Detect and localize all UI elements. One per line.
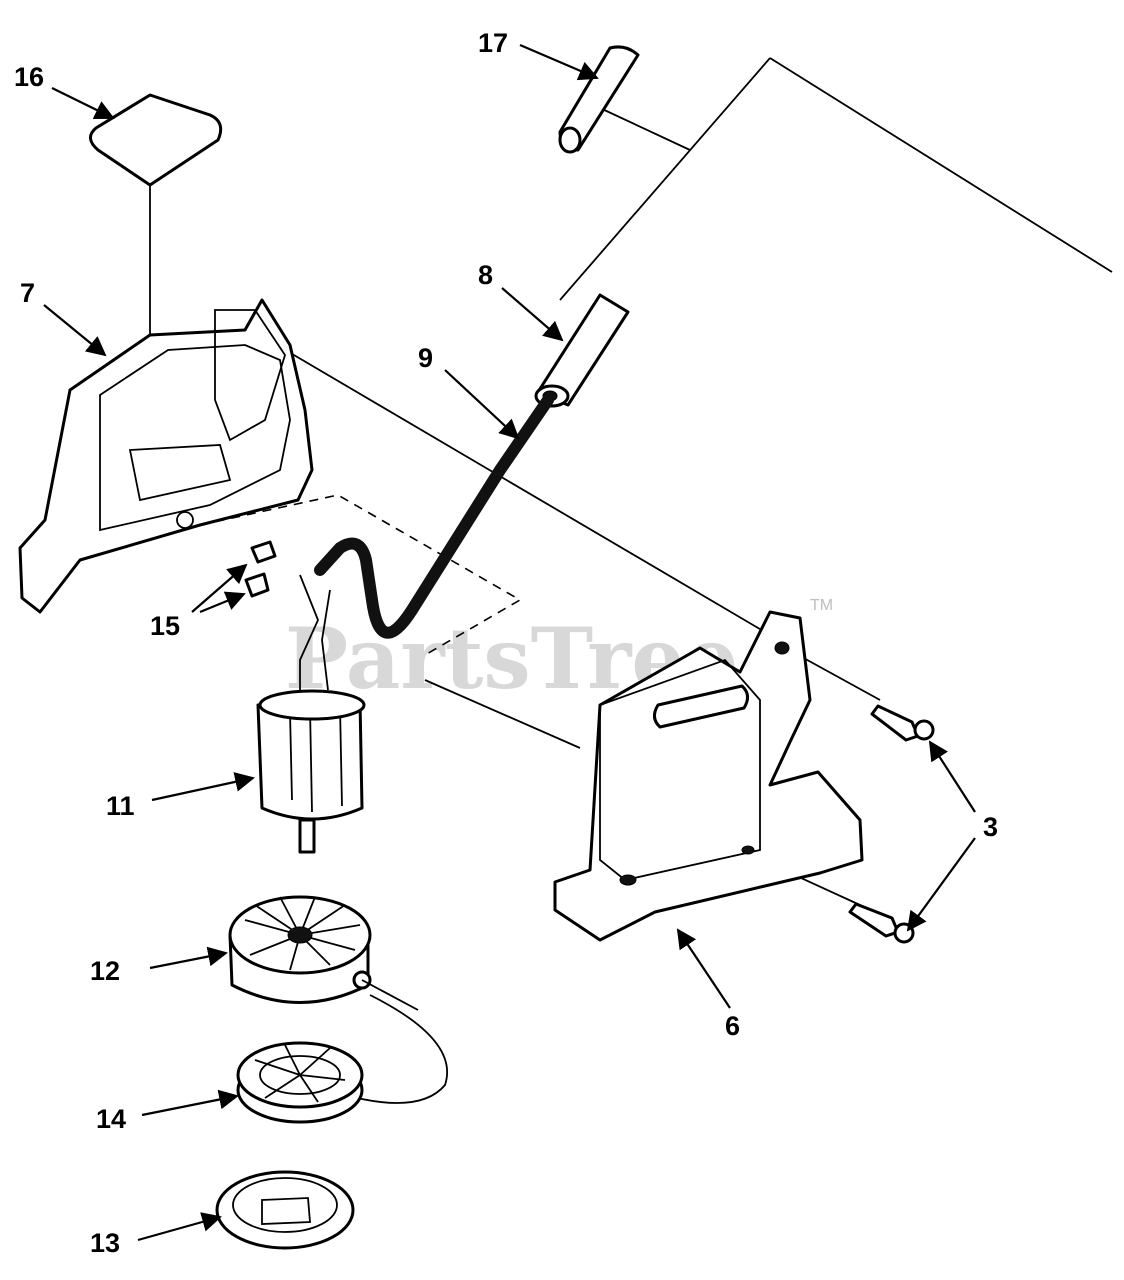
callout-14: 14 [96,1104,126,1134]
callout-6: 6 [725,1011,740,1041]
callout-17: 17 [478,28,508,58]
callout-12: 12 [90,956,120,986]
cord-part-9 [314,394,554,639]
callout-13: 13 [90,1228,120,1258]
wire-connectors-part-15 [244,540,277,598]
watermark-trademark: TM [810,597,833,614]
callout-leaders [43,43,976,1242]
callout-8: 8 [478,260,493,290]
handle-grip-part-17 [558,45,640,154]
spool-cap-part-13 [215,1170,355,1250]
spool-part-14 [236,1041,364,1124]
label-pad-part-16 [89,93,223,187]
callout-15: 15 [150,611,180,641]
callout-11: 11 [106,791,135,821]
screws-part-3 [848,704,935,944]
callout-7: 7 [20,278,35,308]
callout-9: 9 [418,343,433,373]
tube-part-8 [534,293,630,408]
callout-16: 16 [14,62,44,92]
motor-part-11 [256,689,366,854]
housing-half-part-7 [18,298,314,614]
motor-wires [299,574,331,710]
callout-3: 3 [983,812,998,842]
housing-part-6 [553,610,864,942]
spool-housing-part-12 [228,895,448,1104]
